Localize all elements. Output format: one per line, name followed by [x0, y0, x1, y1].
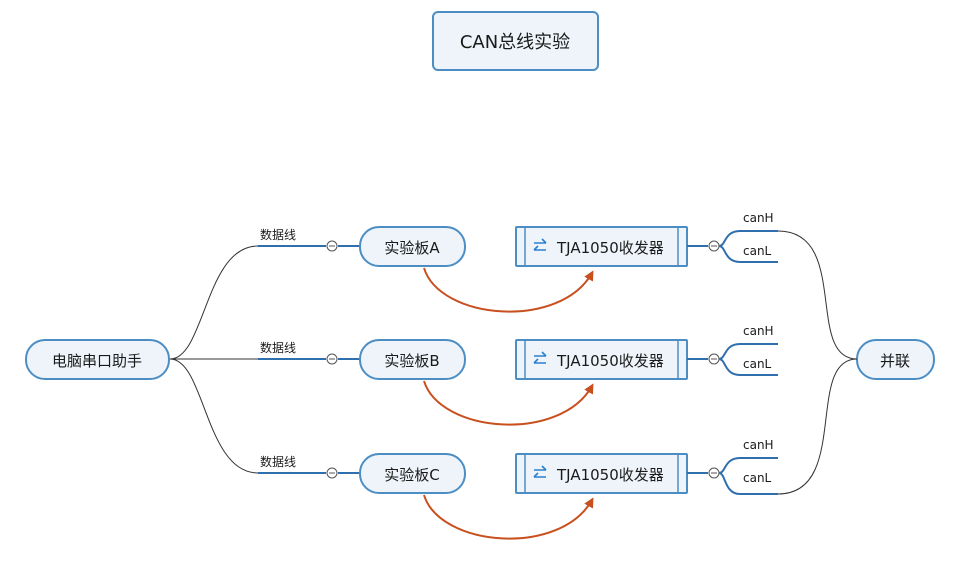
canl-c-label: canL	[743, 471, 772, 485]
board-c-label: 实验板C	[384, 466, 439, 484]
root-node-label: 电脑串口助手	[52, 352, 142, 370]
collapse-minus-icon[interactable]	[326, 353, 338, 365]
transceiver-c-label: TJA1050收发器	[556, 466, 664, 484]
transceiver-node-a[interactable]: TJA1050收发器	[515, 226, 688, 267]
swap-arrows-icon	[533, 238, 547, 251]
board-row-c: 数据线 实验板C TJA1050收发器 canH	[258, 438, 778, 540]
swap-arrows-icon	[533, 351, 547, 364]
data-line-label: 数据线	[260, 340, 296, 355]
merge-connectors	[777, 230, 858, 495]
collapse-minus-icon[interactable]	[708, 240, 720, 252]
data-line-label: 数据线	[260, 454, 296, 469]
canh-a-label: canH	[743, 211, 774, 225]
canl-a-label: canL	[743, 244, 772, 258]
root-node[interactable]: 电脑串口助手	[25, 339, 170, 380]
transceiver-a-label: TJA1050收发器	[556, 239, 664, 257]
board-node-b[interactable]: 实验板B	[359, 339, 466, 380]
collapse-minus-icon[interactable]	[708, 467, 720, 479]
canh-c-label: canH	[743, 438, 774, 452]
canh-b-label: canH	[743, 324, 774, 338]
transceiver-node-b[interactable]: TJA1050收发器	[515, 339, 688, 380]
board-row-a: 数据线 实验板A TJA1050收发器 canH	[258, 211, 778, 313]
merge-node-label: 并联	[880, 352, 910, 370]
canl-b-label: canL	[743, 357, 772, 371]
collapse-minus-icon[interactable]	[708, 353, 720, 365]
transceiver-b-label: TJA1050收发器	[556, 352, 664, 370]
board-row-b: 数据线 实验板B TJA1050收发器 canH	[258, 324, 778, 426]
collapse-minus-icon[interactable]	[326, 240, 338, 252]
board-node-c[interactable]: 实验板C	[359, 453, 466, 494]
merge-node[interactable]: 并联	[856, 339, 935, 380]
board-a-label: 实验板A	[384, 239, 440, 257]
data-line-label: 数据线	[260, 227, 296, 242]
title-text: CAN总线实验	[460, 32, 570, 53]
board-node-a[interactable]: 实验板A	[359, 226, 466, 267]
swap-arrows-icon	[533, 465, 547, 478]
collapse-minus-icon[interactable]	[326, 467, 338, 479]
root-connectors	[169, 245, 259, 474]
title-node[interactable]: CAN总线实验	[432, 11, 599, 71]
board-b-label: 实验板B	[384, 352, 439, 370]
transceiver-node-c[interactable]: TJA1050收发器	[515, 453, 688, 494]
